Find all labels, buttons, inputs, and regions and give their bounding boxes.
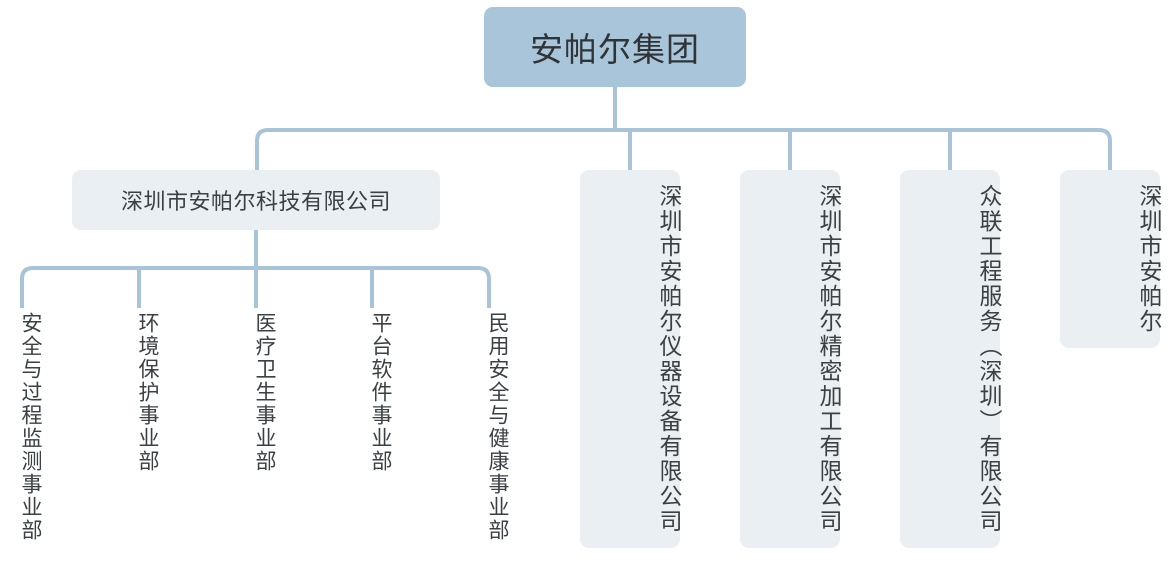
org-node-instrument-equipment[interactable]: 深圳市安帕尔仪器设备有限公司 (580, 170, 681, 548)
org-node-zhonglian-engineering-service[interactable]: 众联工程服务（深圳）有限公司 (900, 170, 1001, 548)
org-node-shenzhen-ampere-technology[interactable]: 深圳市安帕尔科技有限公司 (72, 170, 440, 230)
org-node-precision-machining[interactable]: 深圳市安帕尔精密加工有限公司 (740, 170, 841, 548)
org-node-environmental-protection-division[interactable]: 环境保护事业部 (136, 312, 160, 473)
connector-level2-bus (255, 128, 1112, 170)
org-node-platform-software-division[interactable]: 平台软件事业部 (369, 312, 393, 473)
org-node-safety-process-monitoring-division[interactable]: 安全与过程监测事业部 (19, 312, 43, 542)
org-node-root[interactable]: 安帕尔集团 (484, 7, 746, 87)
org-node-civil-safety-health-division[interactable]: 民用安全与健康事业部 (486, 312, 510, 542)
org-node-medical-health-division[interactable]: 医疗卫生事业部 (253, 312, 277, 473)
org-node-shenzhen-ampere[interactable]: 深圳市安帕尔 (1060, 170, 1161, 348)
